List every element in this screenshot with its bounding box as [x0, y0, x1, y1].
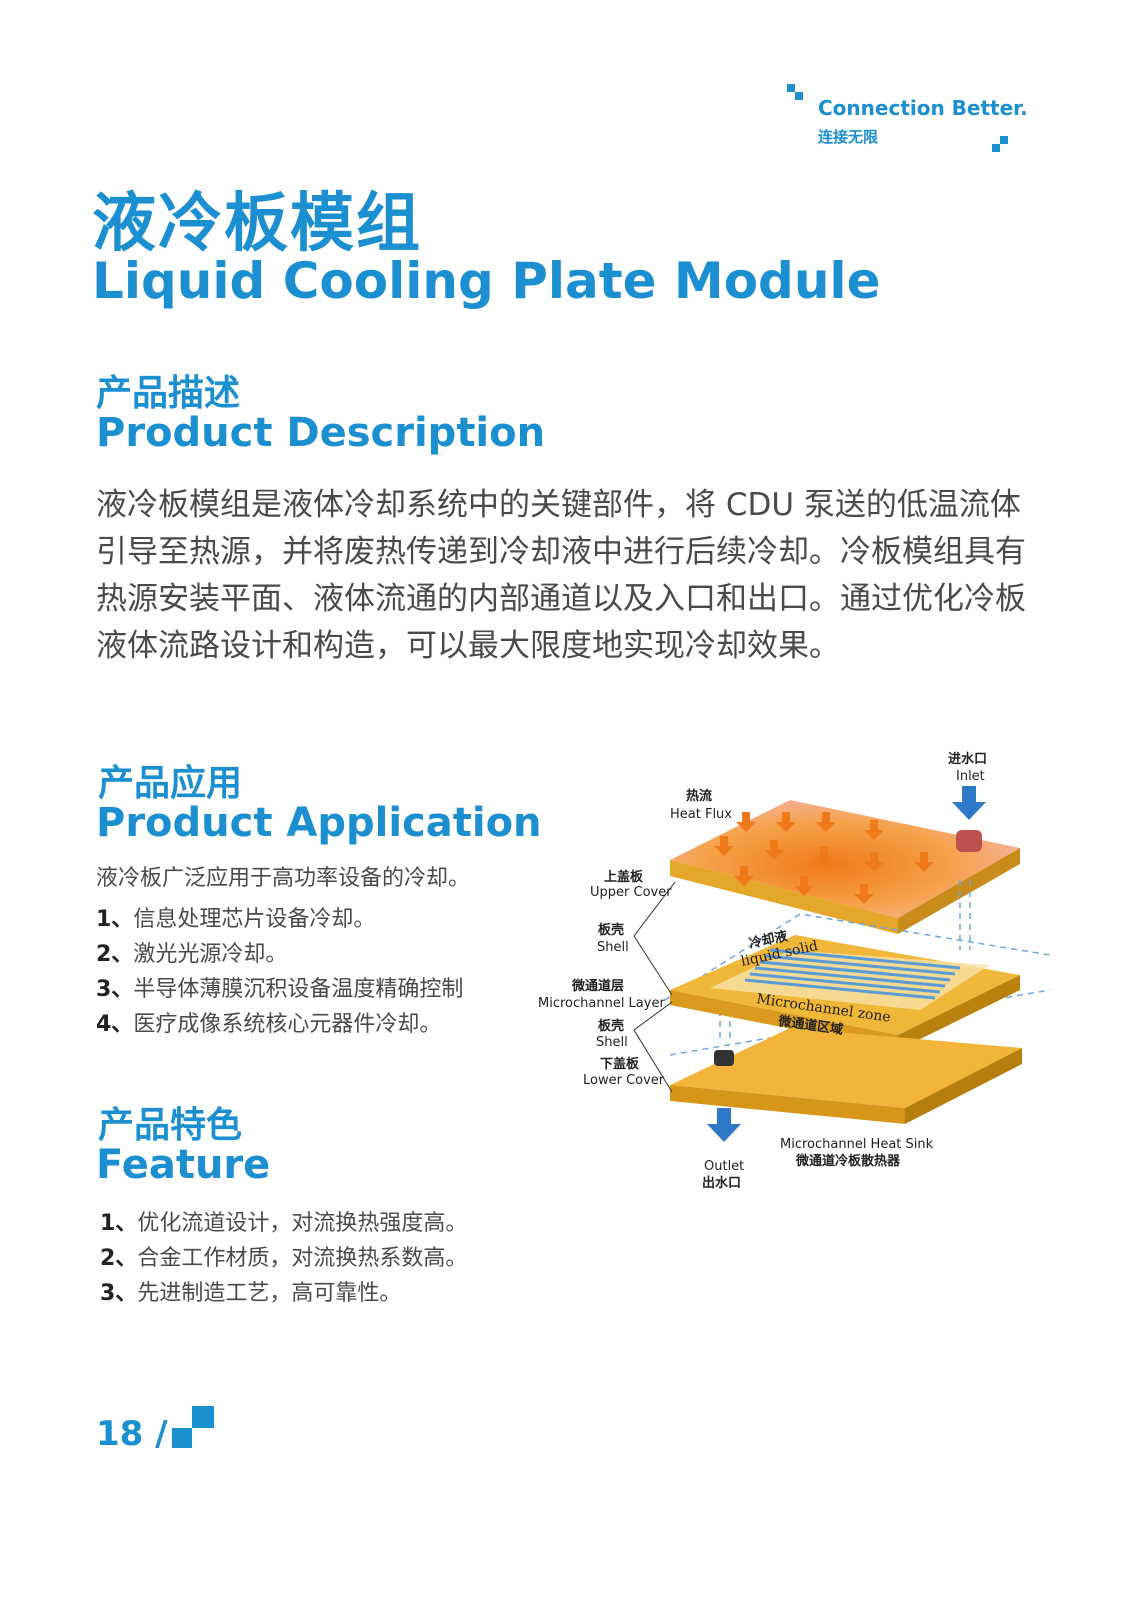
inlet-arrow-icon — [952, 786, 986, 852]
brand-square-icon — [795, 92, 803, 100]
upper-cover-label-cn: 上盖板 — [604, 869, 644, 885]
upper-cover-plate — [670, 800, 1020, 934]
page-number: 18 / — [96, 1414, 168, 1454]
page-title-en: Liquid Cooling Plate Module — [92, 252, 881, 310]
application-lead: 液冷板广泛应用于高功率设备的冷却。 — [96, 866, 471, 891]
microchannel-layer-label-cn: 微通道层 — [571, 978, 624, 994]
brand-square-icon — [787, 84, 795, 92]
outlet-arrow-icon — [707, 1108, 741, 1142]
lower-cover-plate — [670, 1028, 1022, 1124]
heat-flux-label-en: Heat Flux — [670, 807, 732, 822]
page-title-cn: 液冷板模组 — [92, 187, 422, 261]
brand-square-icon — [1000, 136, 1008, 144]
leader-lines — [633, 881, 676, 1093]
application-heading-cn: 产品应用 — [98, 763, 243, 804]
upper-cover-label-en: Upper Cover — [590, 885, 672, 900]
application-heading-en: Product Application — [96, 800, 542, 846]
brand-slogan-cn: 连接无限 — [818, 128, 879, 146]
list-item: 2、合金工作材质，对流换热系数高。 — [100, 1246, 468, 1271]
lower-cover-label-en: Lower Cover — [583, 1073, 665, 1088]
microchannel-layer-label-en: Microchannel Layer — [538, 996, 665, 1011]
shell-label-cn: 板壳 — [598, 922, 624, 938]
list-item: 3、半导体薄膜沉积设备温度精确控制 — [96, 977, 464, 1002]
description-body: 液冷板模组是液体冷却系统中的关键部件，将 CDU 泵送的低温流体引导至热源，并将… — [96, 487, 1026, 664]
coolant-label-cn: 冷却液 — [748, 928, 789, 952]
shell-label-en-2: Shell — [596, 1035, 628, 1050]
outlet-label-cn: 出水口 — [702, 1175, 741, 1191]
description-heading-cn: 产品描述 — [96, 373, 241, 414]
heat-flux-label-cn: 热流 — [686, 788, 712, 804]
list-item: 2、激光光源冷却。 — [96, 942, 288, 967]
heat-sink-label-cn: 微通道冷板散热器 — [795, 1153, 901, 1169]
list-item: 3、先进制造工艺，高可靠性。 — [100, 1281, 402, 1306]
brand-square-icon — [992, 144, 1000, 152]
feature-heading-en: Feature — [96, 1142, 271, 1188]
heat-flux-arrows — [714, 812, 934, 904]
shell-label-en: Shell — [597, 940, 629, 955]
list-item: 4、医疗成像系统核心元器件冷却。 — [96, 1012, 442, 1037]
shell-label-cn-2: 板壳 — [598, 1018, 624, 1034]
inlet-label-en: Inlet — [956, 769, 985, 784]
page-square-icon — [172, 1428, 192, 1448]
lower-cover-label-cn: 下盖板 — [600, 1056, 640, 1072]
heat-sink-label-en: Microchannel Heat Sink — [780, 1137, 934, 1152]
feature-list: 1、优化流道设计，对流换热强度高。 2、合金工作材质，对流换热系数高。 3、先进… — [100, 1206, 467, 1311]
page-square-icon — [192, 1406, 214, 1428]
cooling-plate-diagram: 进水口 Inlet 热流 Heat Flux 上盖板 Upper Cover 板… — [538, 751, 1051, 1191]
inlet-label-cn: 进水口 — [948, 751, 987, 767]
list-item: 1、信息处理芯片设备冷却。 — [96, 907, 376, 932]
description-heading-en: Product Description — [96, 410, 546, 456]
brand-slogan-en: Connection Better. — [818, 96, 1028, 120]
feature-heading-cn: 产品特色 — [98, 1105, 243, 1146]
outlet-label-en: Outlet — [704, 1159, 744, 1174]
application-list: 1、信息处理芯片设备冷却。 2、激光光源冷却。 3、半导体薄膜沉积设备温度精确控… — [96, 902, 463, 1042]
list-item: 1、优化流道设计，对流换热强度高。 — [100, 1211, 468, 1236]
